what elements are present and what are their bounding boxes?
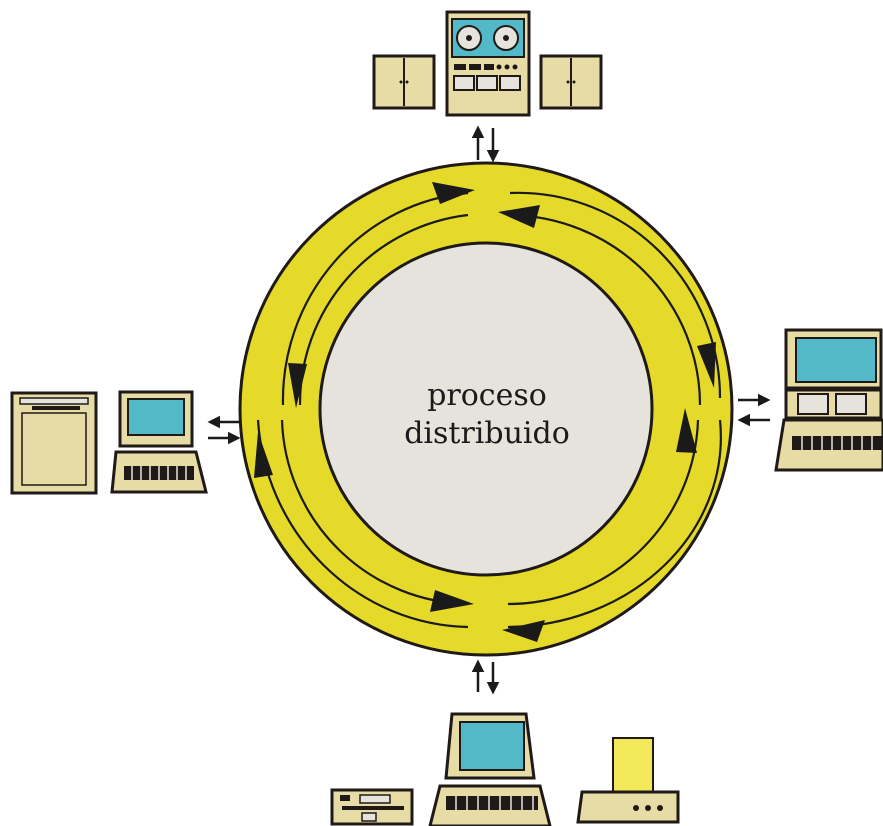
disk-unit-icon	[10, 391, 98, 495]
card-reader-icon	[330, 788, 414, 826]
ring-arc-inner-bottom-left	[280, 419, 469, 606]
ring-arc-outer-bottom-right	[507, 419, 722, 629]
node-top	[372, 10, 603, 117]
ring-arrowhead	[498, 205, 540, 228]
ring-arc-inner-bottom-right	[507, 419, 700, 606]
center-label-line2: distribuido	[404, 416, 570, 451]
ring: proceso distribuido	[238, 161, 734, 657]
ring-arc-inner-top-right	[509, 213, 702, 406]
terminal-icon	[774, 328, 883, 472]
ring-center	[318, 241, 654, 577]
tape-drive-icon	[445, 10, 531, 117]
terminal-icon	[428, 712, 552, 826]
ring-arrowhead	[502, 620, 545, 642]
connection-arrows	[207, 125, 771, 695]
center-label-line1: proceso	[427, 378, 547, 413]
ring-arrowhead	[432, 182, 475, 204]
printer-icon	[576, 737, 680, 824]
cabinet-icon	[539, 54, 603, 110]
node-left	[10, 390, 208, 495]
ring-arc-outer-top-left	[281, 191, 469, 406]
ring-arrowhead	[697, 342, 716, 388]
terminal-icon	[110, 390, 208, 494]
node-bottom	[330, 712, 680, 826]
node-right	[774, 328, 883, 472]
cabinet-icon	[372, 54, 436, 110]
ring-arrowhead	[676, 408, 697, 453]
ring-arrowhead	[288, 363, 307, 408]
ring-arrowhead	[254, 432, 273, 478]
ring-arrowhead	[430, 590, 474, 612]
